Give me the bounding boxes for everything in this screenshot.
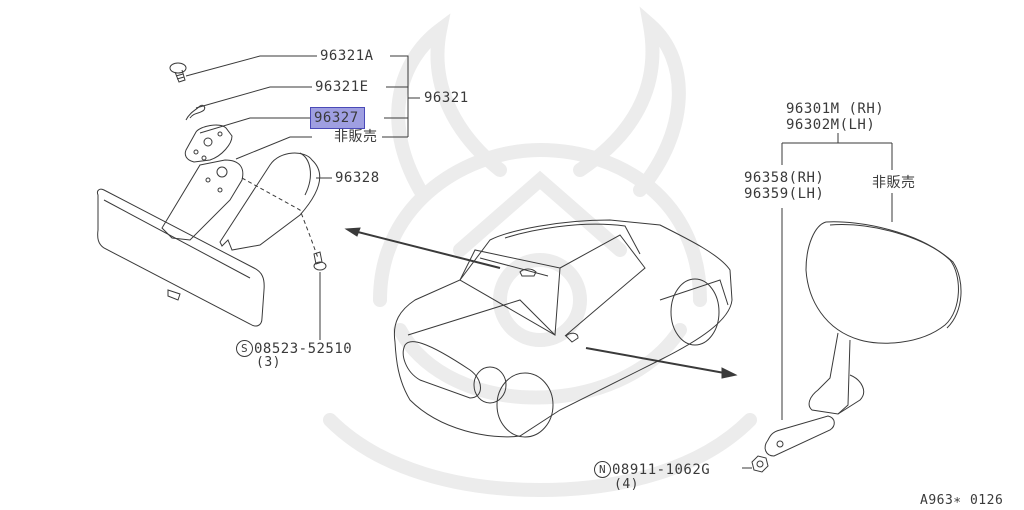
figure-code: A963∗ 0126 [920, 493, 1004, 508]
not-sold-label: 非販売 [334, 129, 378, 145]
screw-qty: (3) [256, 355, 281, 370]
wire-icon [185, 104, 206, 121]
nut-part-number: 08911-1062G [612, 462, 711, 478]
dashed-leader [241, 177, 319, 259]
part-label-96302M[interactable]: 96302M(LH) [786, 117, 876, 133]
arrowhead-icon [721, 367, 738, 379]
samurai-helmet-watermark [323, 6, 757, 498]
s-symbol-icon: S [236, 340, 253, 357]
part-label-96328[interactable]: 96328 [335, 170, 380, 186]
mirror-base-icon [184, 124, 233, 163]
selected-part-highlight [310, 107, 365, 129]
leader-lines-inner-mirror [185, 55, 420, 340]
arrowhead-icon [344, 227, 361, 237]
part-label-96327[interactable]: 96327 [314, 110, 359, 126]
part-label-96321E[interactable]: 96321E [315, 79, 369, 95]
mirror-cover-icon [219, 152, 321, 251]
not-sold-label-door: 非販売 [872, 175, 916, 191]
door-mirror-icon [764, 221, 962, 457]
arrow-to-inner-mirror [349, 229, 501, 269]
part-label-96301M[interactable]: 96301M (RH) [786, 101, 885, 117]
part-label-96321A[interactable]: 96321A [320, 48, 374, 64]
mirror-mount-arm-icon [161, 159, 244, 241]
car-illustration [393, 219, 733, 438]
nut-icon [751, 455, 769, 473]
rear-view-mirror-icon [97, 188, 265, 327]
part-label-96358[interactable]: 96358(RH) [744, 170, 825, 186]
screw-icon [169, 62, 187, 83]
part-label-96321[interactable]: 96321 [424, 90, 469, 106]
leader-lines-door-mirror [742, 133, 893, 469]
n-symbol-icon: N [594, 461, 611, 478]
small-screw-icon [313, 251, 327, 271]
screw-part-number: 08523-52510 [254, 341, 353, 357]
nut-qty: (4) [614, 477, 639, 492]
part-label-96359[interactable]: 96359(LH) [744, 186, 825, 202]
